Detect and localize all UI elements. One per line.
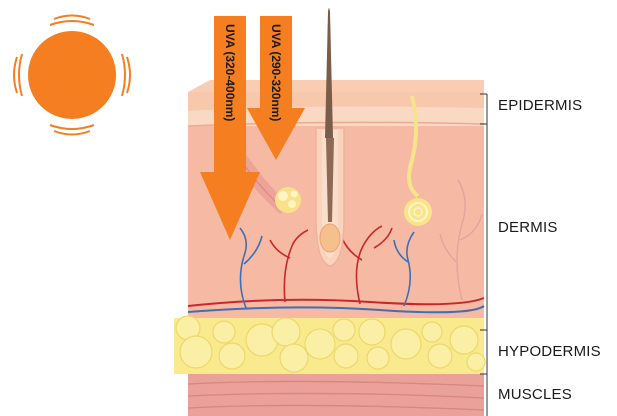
uvb-arrow-label: UVA (290-320nm) (269, 24, 283, 121)
dermis-label: DERMIS (498, 219, 558, 236)
hypodermis-label: HYPODERMIS (498, 343, 601, 360)
hair-shaft (325, 8, 333, 138)
uva-arrow-label: UVA (320-400nm) (223, 24, 237, 121)
sun-icon (14, 16, 130, 135)
muscles-label: MUSCLES (498, 386, 572, 403)
epidermis-label: EPIDERMIS (498, 97, 582, 114)
sebaceous-gland (275, 187, 301, 213)
